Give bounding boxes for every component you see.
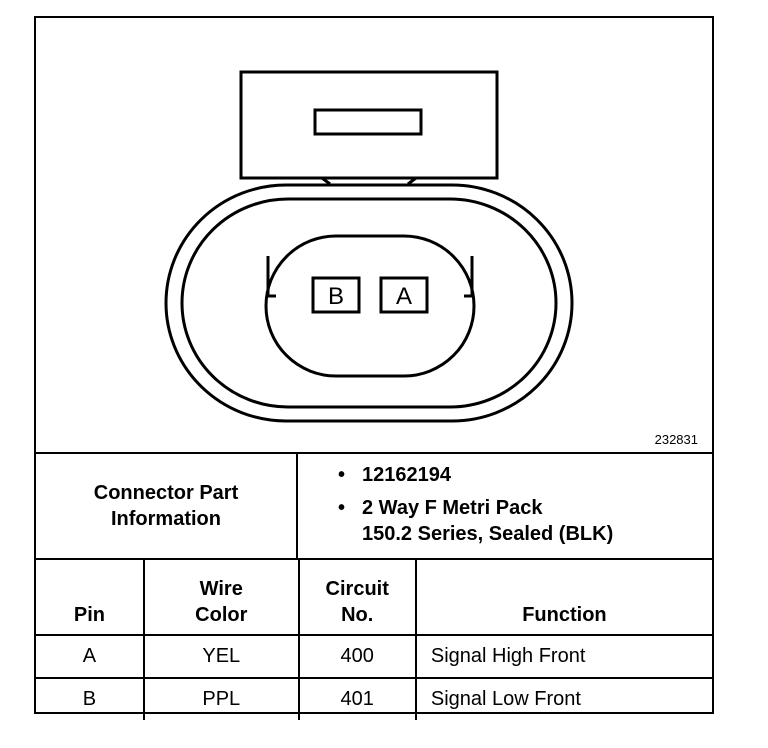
pin-cavity-b [311, 276, 361, 314]
connector-diagram-frame: B A 232831 Connector Part Information • … [34, 16, 714, 720]
header-pin: Pin [36, 560, 145, 636]
header-function: Function [414, 560, 712, 636]
header-circuit-line2: No. [341, 604, 374, 626]
connector-info-row: Connector Part Information • 12162194 • … [36, 454, 712, 560]
cell-pin: A [36, 634, 145, 679]
table-row: A YEL 400 Signal High Front [36, 634, 712, 679]
bullet: • [338, 464, 346, 486]
pin-table: Pin Wire Color Circuit No. Function A YE… [36, 560, 712, 720]
cell-function: Signal Low Front [414, 677, 712, 720]
figure-id: 232831 [654, 432, 698, 447]
cell-wire-color: YEL [142, 634, 300, 679]
connector-info-label-line1: Connector Part [93, 482, 239, 504]
cell-circuit: 400 [297, 634, 417, 679]
header-wire-line1: Wire [199, 578, 243, 600]
cell-pin: B [36, 677, 145, 720]
connector-info-label: Connector Part Information [36, 454, 298, 558]
part-number: 12162194 [362, 464, 451, 486]
latch-window [313, 108, 423, 136]
connector-info-list: • 12162194 • 2 Way F Metri Pack 150.2 Se… [298, 454, 712, 558]
pin-cavity-a [379, 276, 429, 314]
header-circuit-no: Circuit No. [297, 560, 417, 636]
cell-wire-color: PPL [142, 677, 300, 720]
table-row: B PPL 401 Signal Low Front [36, 677, 712, 720]
connector-drawing: B A 232831 [36, 18, 712, 454]
connector-type: 2 Way F Metri Pack [362, 497, 543, 519]
connector-shell-inner [180, 197, 558, 409]
pin-label-b: B [328, 283, 344, 310]
connector-face-illustration: B A [164, 70, 574, 423]
connector-info-item: • 2 Way F Metri Pack 150.2 Series, Seale… [338, 495, 712, 547]
pin-label-a: A [396, 283, 412, 310]
header-wire-color: Wire Color [142, 560, 300, 636]
cell-function: Signal High Front [414, 634, 712, 679]
connector-info-label-line2: Information [111, 508, 221, 530]
header-circuit-line1: Circuit [325, 578, 389, 600]
header-wire-line2: Color [195, 604, 248, 626]
cell-circuit: 401 [297, 677, 417, 720]
connector-info-item: • 12162194 [338, 462, 712, 488]
connector-series: 150.2 Series, Sealed (BLK) [362, 523, 614, 545]
seal-cavity [264, 234, 476, 378]
pin-table-header: Pin Wire Color Circuit No. Function [36, 560, 712, 636]
bullet: • [338, 497, 346, 519]
